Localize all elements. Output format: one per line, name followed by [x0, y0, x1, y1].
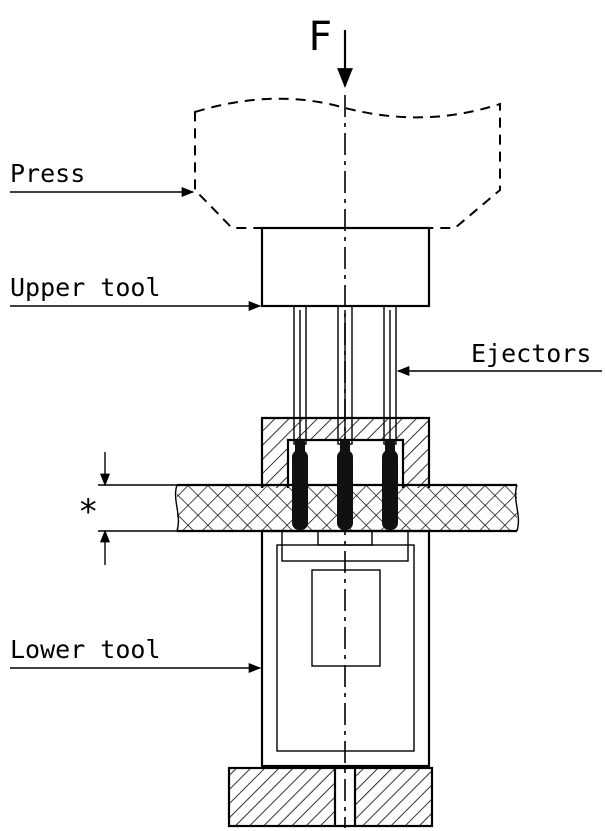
thickness-dimension: *: [78, 452, 177, 565]
press-fit-pins: [292, 440, 398, 530]
press-outline: [194, 97, 501, 229]
lower-tool-body: [260, 529, 431, 768]
press-fit-pin-left: [292, 450, 308, 530]
lower-tool-label: Lower tool: [10, 635, 161, 664]
press-fit-pin-right: [382, 450, 398, 530]
upper-tool-label: Upper tool: [10, 273, 161, 302]
press-label: Press: [10, 159, 85, 188]
force-label: F: [308, 14, 332, 60]
ejectors-label: Ejectors: [471, 339, 591, 368]
base-plate: [227, 766, 434, 828]
dimension-mark: *: [78, 492, 98, 532]
hold-down-frame: [260, 416, 431, 488]
press-fit-pin-center: [337, 450, 353, 530]
